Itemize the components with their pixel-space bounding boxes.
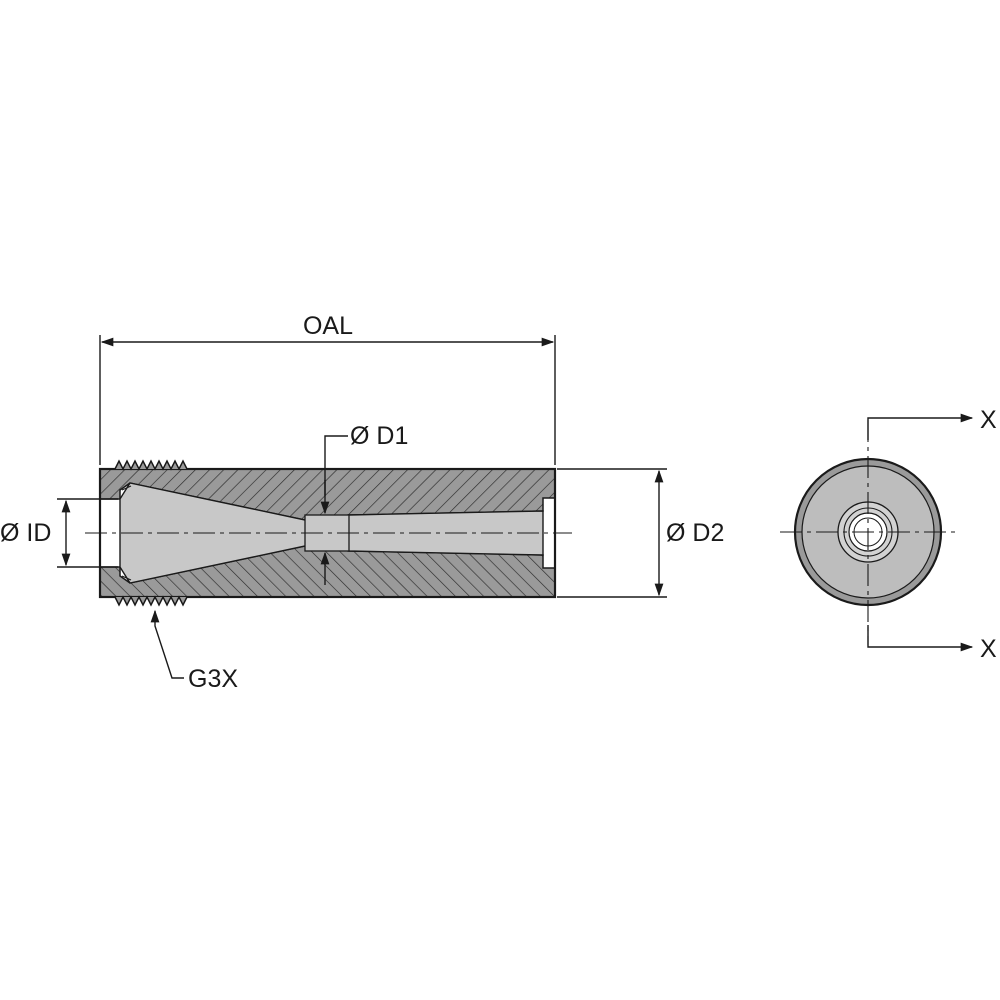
section-marker-top: X: [867, 406, 997, 440]
side-section-view: [85, 459, 572, 607]
thread-label: G3X: [188, 665, 238, 693]
oal-label: OAL: [303, 312, 353, 340]
callout-thread: G3X: [150, 609, 238, 693]
section-label-top: X: [980, 406, 997, 434]
dimension-d2: Ø D2: [557, 468, 724, 598]
dimension-id: Ø ID: [0, 498, 118, 568]
d2-label: Ø D2: [666, 519, 724, 547]
section-label-bottom: X: [980, 635, 997, 663]
inner-taper-lip-top: [121, 485, 132, 491]
d1-label: Ø D1: [350, 422, 408, 450]
dimension-oal: OAL: [99, 312, 556, 465]
dimension-d1: Ø D1: [320, 422, 408, 585]
inner-taper-lip-bottom: [121, 575, 132, 581]
thread-top: [114, 459, 188, 471]
thread-bottom: [114, 595, 188, 607]
section-marker-bottom: X: [867, 625, 997, 663]
end-view: [780, 420, 958, 645]
id-label: Ø ID: [0, 519, 51, 547]
